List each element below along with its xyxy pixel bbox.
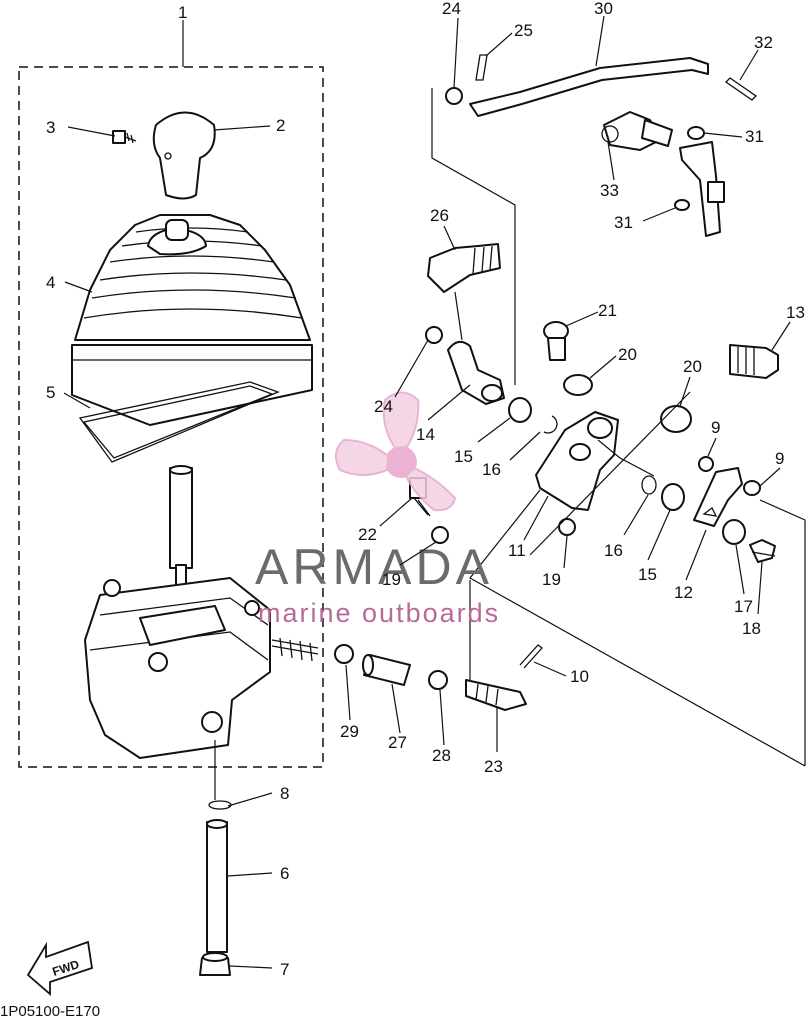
callout-11: 11	[508, 541, 526, 560]
lever-12	[693, 467, 743, 527]
shift-rod	[469, 57, 709, 117]
callout-23: 23	[484, 757, 503, 776]
washer-24-top	[445, 87, 463, 105]
cable-joint-13	[729, 344, 779, 379]
callout-32: 32	[754, 33, 773, 52]
callout-17: 17	[734, 597, 753, 616]
callout-26: 26	[430, 206, 449, 225]
fwd-arrow-icon: FWD	[26, 940, 94, 996]
washer-9-a	[698, 456, 714, 472]
callout-1: 1	[178, 3, 187, 22]
sleeve-27	[362, 654, 411, 686]
cotter-pin-25	[475, 54, 488, 81]
callout-7: 7	[280, 960, 289, 979]
callout-12: 12	[674, 583, 693, 602]
diagram-code: 1P05100-E170	[0, 1003, 100, 1018]
bolt-21	[543, 321, 569, 361]
callout-24-b: 24	[374, 397, 393, 416]
bracket	[679, 141, 725, 237]
callout-24-a: 24	[442, 0, 461, 18]
bolt-18	[749, 539, 776, 563]
callout-16-b: 16	[604, 541, 623, 560]
rubber-boot	[71, 214, 313, 426]
washer-15-b	[661, 483, 685, 511]
callout-13: 13	[786, 303, 805, 322]
callout-5: 5	[46, 383, 55, 402]
callout-28: 28	[432, 746, 451, 765]
washer-15-a	[508, 397, 532, 423]
callout-15-b: 15	[638, 565, 657, 584]
washer-31-a	[687, 126, 705, 140]
callout-31-a: 31	[745, 127, 764, 146]
callout-19-a: 19	[382, 570, 401, 589]
clip-16-a	[543, 415, 558, 434]
armada-logo	[334, 391, 457, 512]
cable-joint-33	[601, 111, 673, 151]
callout-25: 25	[514, 21, 533, 40]
callout-18: 18	[742, 619, 761, 638]
callout-20-b: 20	[683, 357, 702, 376]
washer-20-b	[660, 405, 692, 433]
callout-31-b: 31	[614, 213, 633, 232]
callout-9-a: 9	[711, 418, 720, 437]
callout-27: 27	[388, 733, 407, 752]
callout-14: 14	[416, 425, 435, 444]
callout-10: 10	[570, 667, 589, 686]
callout-29: 29	[340, 722, 359, 741]
washer-19-a	[431, 526, 449, 544]
nut-29	[334, 644, 354, 664]
shift-knob	[152, 111, 216, 200]
clip-16-b	[641, 475, 657, 495]
callout-4: 4	[46, 273, 55, 292]
washer-9-b	[743, 480, 761, 496]
assembly-box	[18, 66, 324, 768]
pipe	[206, 819, 228, 953]
lever-housing	[84, 577, 319, 759]
callout-15-a: 15	[454, 447, 473, 466]
callout-19-b: 19	[542, 570, 561, 589]
cotter-pin-10	[519, 644, 543, 669]
callout-9-b: 9	[775, 449, 784, 468]
callout-20-a: 20	[618, 345, 637, 364]
watermark-brand: ARMADA	[255, 539, 493, 595]
nut-28	[428, 670, 448, 690]
screw	[112, 130, 137, 144]
washer-19-b	[558, 518, 576, 536]
cotter-pin-32	[724, 77, 758, 101]
callout-30: 30	[594, 0, 613, 18]
callout-labels: 1 2 3 4 5 6 7 8 9 9 10 11 12 13 14 15 15…	[46, 0, 805, 979]
callout-33: 33	[600, 181, 619, 200]
nut	[199, 952, 231, 976]
washer-31-b	[674, 199, 690, 211]
washer-24	[425, 326, 443, 344]
cable-joint-26	[427, 243, 501, 293]
callout-16-a: 16	[482, 460, 501, 479]
lever-14	[447, 340, 505, 405]
callout-3: 3	[46, 118, 55, 137]
callout-6: 6	[280, 864, 289, 883]
leader-lines	[63, 15, 791, 969]
watermark-tagline: marine outboards	[258, 598, 500, 628]
washer-20-a	[563, 374, 593, 396]
lever-11	[535, 411, 619, 511]
o-ring	[208, 800, 232, 810]
callout-8: 8	[280, 784, 289, 803]
callout-21: 21	[598, 301, 617, 320]
washer-17	[722, 519, 746, 545]
gasket	[78, 381, 280, 463]
cable-end	[465, 679, 527, 711]
callout-22: 22	[358, 525, 377, 544]
callout-2: 2	[276, 116, 285, 135]
